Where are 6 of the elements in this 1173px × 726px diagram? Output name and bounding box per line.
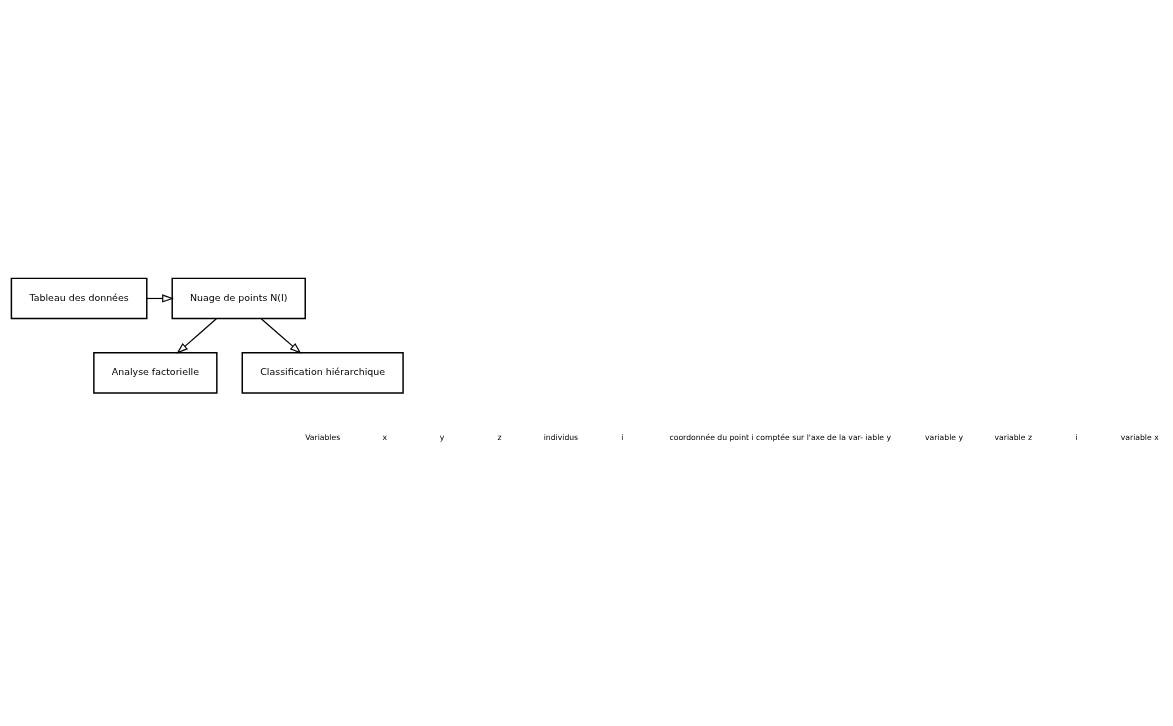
arrow: [176, 317, 217, 354]
node-box: Nuage de points N(I): [171, 277, 306, 319]
node-box: Analyse factorielle: [93, 351, 218, 394]
node-box: Tableau des données: [10, 277, 148, 319]
node-box: Classification hiérarchique: [241, 351, 404, 394]
arrow: [260, 317, 302, 354]
